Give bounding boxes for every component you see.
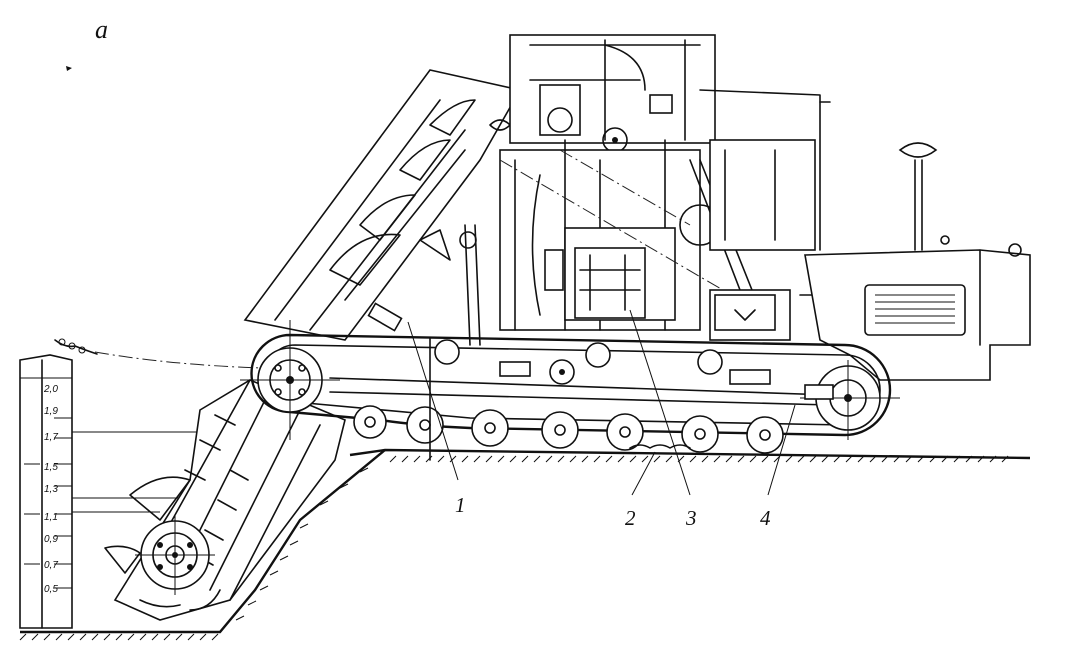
depth-scale-mark: 1,7	[44, 432, 58, 443]
central-frame	[419, 34, 753, 346]
marker-icon	[66, 66, 72, 71]
depth-scale-mark: 0,7	[44, 560, 58, 571]
rear-conveyor	[243, 69, 522, 341]
depth-scale-mark: 0,9	[44, 534, 58, 545]
road-wheels	[353, 405, 784, 454]
depth-scale-mark: 1,5	[44, 462, 58, 473]
cab	[699, 89, 831, 341]
digging-boom	[104, 379, 346, 621]
depth-scale-mark: 1,9	[44, 406, 58, 417]
panel-label: a	[95, 15, 108, 44]
leader-lines	[407, 309, 796, 496]
depth-scale-mark: 1,1	[44, 512, 58, 523]
depth-scale-header: 2,0	[43, 384, 58, 395]
callout-3: 3	[685, 506, 697, 530]
ground	[19, 448, 1031, 641]
depth-scale-mark: 0,5	[44, 584, 58, 595]
crawler-track	[240, 320, 900, 461]
depth-scale-mark: 1,3	[44, 484, 58, 495]
callout-1: 1	[455, 493, 466, 517]
callout-4: 4	[760, 506, 771, 530]
depth-scale: 2,0 1,9 1,7 1,5 1,3 1,1 0,9 0,7 0,5	[19, 338, 263, 629]
callout-2: 2	[625, 506, 636, 530]
engine-hood	[804, 142, 1031, 381]
